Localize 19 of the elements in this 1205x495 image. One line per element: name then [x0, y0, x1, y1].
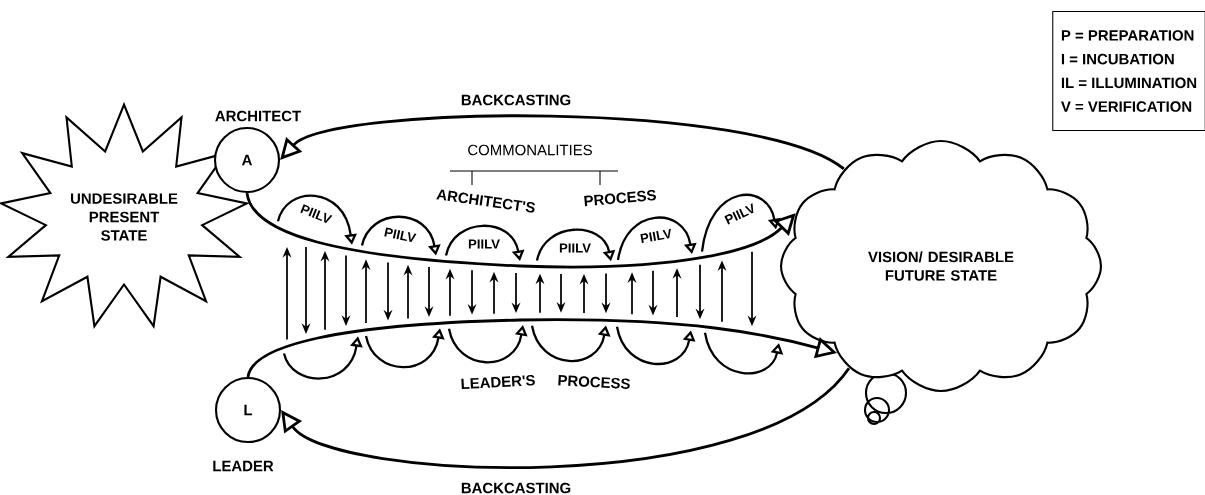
circle-node: L — [214, 376, 282, 444]
phase-label: PIILV — [724, 203, 754, 225]
circle-node: A — [213, 126, 281, 194]
heading-label: COMMONALITIES — [468, 144, 592, 156]
edge-label: BACKCASTING — [459, 92, 573, 108]
curved-arrow — [281, 367, 850, 469]
curved-arrow — [280, 114, 845, 171]
edge-label: BACKCASTING — [459, 480, 573, 495]
process-label: LEADER'S — [461, 375, 535, 390]
node-caption: LEADER — [213, 460, 274, 472]
key-box: P = PREPARATION I = INCUBATION IL = ILLUMINATION V = VERIFICATION — [1052, 11, 1205, 131]
process-label: ARCHITECT'S — [436, 189, 535, 213]
phase-label: PIILV — [640, 228, 671, 244]
phase-label: PIILV — [384, 227, 417, 243]
process-label: PROCESS — [584, 189, 656, 207]
process-label: PROCESS — [558, 375, 630, 389]
phase-label: PIILV — [559, 243, 591, 253]
phase-label: PIILV — [468, 239, 500, 249]
phase-label: PIILV — [300, 204, 333, 223]
